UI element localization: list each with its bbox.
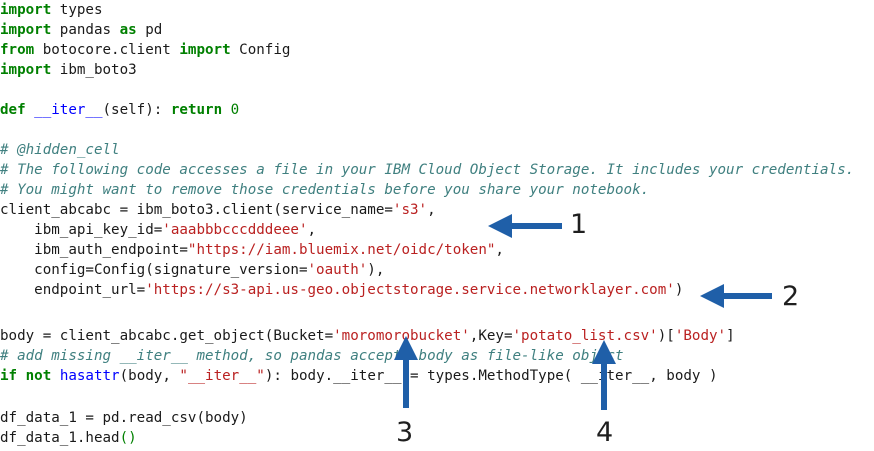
code-line-10: # You might want to remove those credent… bbox=[0, 182, 650, 198]
code-text: ibm_auth_endpoint= bbox=[0, 242, 188, 258]
code-line-4: import ibm_boto3 bbox=[0, 60, 137, 80]
code-text: , bbox=[427, 202, 436, 218]
keyword: import bbox=[0, 2, 52, 18]
keyword: if bbox=[0, 368, 18, 384]
code-text: )[ bbox=[657, 328, 675, 344]
keyword: import bbox=[0, 62, 52, 78]
code-text: ibm_boto3 bbox=[51, 62, 137, 78]
keyword: from bbox=[0, 42, 35, 58]
code-line-18: # add missing __iter__ method, so pandas… bbox=[0, 348, 624, 364]
code-text bbox=[17, 368, 26, 384]
code-text: pandas bbox=[51, 22, 120, 38]
code-line-21: df_data_1 = pd.read_csv(body) bbox=[0, 410, 248, 426]
code-text: (self): bbox=[102, 102, 171, 118]
parens: () bbox=[119, 430, 137, 446]
code-line-8: # @hidden_cell bbox=[0, 142, 120, 158]
string-literal: 'potato_list.csv' bbox=[512, 328, 658, 344]
code-text: botocore.client bbox=[34, 42, 180, 58]
code-line-2: import pandas as pd bbox=[0, 20, 162, 40]
string-literal: 'https://s3-api.us-geo.objectstorage.ser… bbox=[145, 282, 675, 298]
code-line-1: import types bbox=[0, 0, 103, 20]
function-name: hasattr bbox=[59, 368, 120, 384]
annotation-marker-4: 4 bbox=[596, 417, 614, 448]
keyword: import bbox=[179, 42, 231, 58]
code-text: df_data_1.head bbox=[0, 430, 120, 446]
keyword: return bbox=[170, 102, 223, 118]
keyword: def bbox=[0, 102, 26, 118]
code-line-11: client_abcabc = ibm_boto3.client(service… bbox=[0, 200, 436, 220]
code-text: types bbox=[51, 2, 103, 18]
code-line-17: body = client_abcabc.get_object(Bucket='… bbox=[0, 326, 735, 346]
code-text: body = client_abcabc.get_object(Bucket= bbox=[0, 328, 334, 344]
code-text: ,Key= bbox=[469, 328, 513, 344]
code-line-13: ibm_auth_endpoint="https://iam.bluemix.n… bbox=[0, 240, 504, 260]
code-line-3: from botocore.client import Config bbox=[0, 40, 290, 60]
number-literal: 0 bbox=[230, 102, 240, 118]
string-literal: 'Body' bbox=[674, 328, 727, 344]
code-text: ) bbox=[674, 282, 684, 298]
keyword: import bbox=[0, 22, 52, 38]
keyword: as bbox=[119, 22, 137, 38]
code-line-6: def __iter__(self): return 0 bbox=[0, 100, 239, 120]
code-text: (body, bbox=[119, 368, 180, 384]
code-text: config=Config(signature_version= bbox=[0, 262, 308, 278]
code-text bbox=[26, 102, 35, 118]
code-line-19: if not hasattr(body, "__iter__"): body._… bbox=[0, 366, 718, 386]
code-text: ibm_api_key_id= bbox=[0, 222, 163, 238]
keyword: not bbox=[25, 368, 52, 384]
code-text bbox=[222, 102, 231, 118]
string-literal: 'oauth' bbox=[307, 262, 368, 278]
code-text: , bbox=[307, 222, 317, 238]
code-text: ): body.__iter__ = types.MethodType( __i… bbox=[264, 368, 718, 384]
code-line-15: endpoint_url='https://s3-api.us-geo.obje… bbox=[0, 280, 683, 300]
string-literal: "https://iam.bluemix.net/oidc/token" bbox=[187, 242, 496, 258]
code-line-9: # The following code accesses a file in … bbox=[0, 162, 855, 178]
code-line-12: ibm_api_key_id='aaabbbcccdddeee', bbox=[0, 220, 316, 240]
code-line-22: df_data_1.head() bbox=[0, 428, 137, 448]
code-text: client_abcabc = ibm_boto3.client(service… bbox=[0, 202, 393, 218]
annotation-marker-3: 3 bbox=[396, 417, 414, 448]
string-literal: "__iter__" bbox=[179, 368, 265, 384]
annotation-marker-1: 1 bbox=[570, 209, 588, 240]
code-text: ), bbox=[367, 262, 385, 278]
code-text bbox=[51, 368, 60, 384]
string-literal: 's3' bbox=[392, 202, 428, 218]
code-text: endpoint_url= bbox=[0, 282, 146, 298]
code-text: ] bbox=[726, 328, 735, 344]
code-text: pd bbox=[136, 22, 163, 38]
string-literal: 'aaabbbcccdddeee' bbox=[162, 222, 308, 238]
function-name: __iter__ bbox=[34, 102, 103, 118]
code-text: Config bbox=[230, 42, 291, 58]
code-text: , bbox=[495, 242, 504, 258]
code-line-14: config=Config(signature_version='oauth')… bbox=[0, 260, 384, 280]
string-literal: 'moromorobucket' bbox=[333, 328, 470, 344]
annotation-marker-2: 2 bbox=[782, 281, 800, 312]
